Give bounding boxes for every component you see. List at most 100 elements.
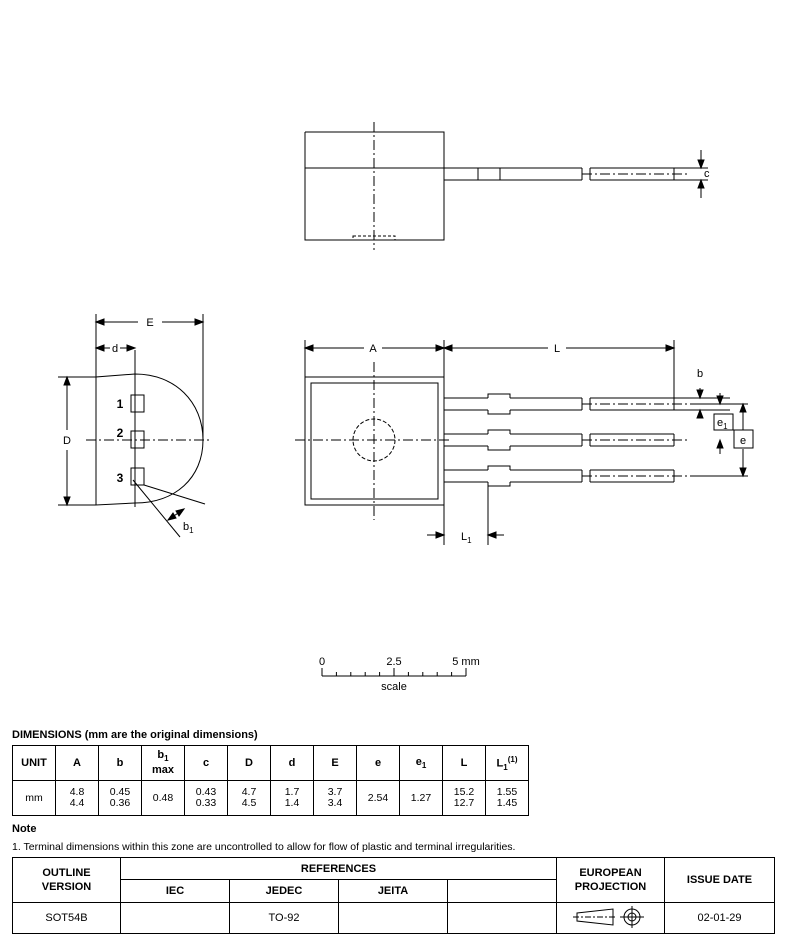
dim-label-b1: b1 <box>183 521 194 535</box>
dimensions-title: DIMENSIONS (mm are the original dimensio… <box>12 729 258 741</box>
top-view <box>304 122 708 250</box>
header-L1-main: L <box>496 757 504 770</box>
jedec-value: TO-92 <box>229 902 339 934</box>
header-L1-note: (1) <box>507 754 518 764</box>
scale-tick-0: 0 <box>319 656 325 668</box>
dim-label-e1-main: e <box>717 417 723 429</box>
projection-line2: PROJECTION <box>574 881 647 893</box>
iec-value <box>120 902 230 934</box>
value-A-min: 4.4 <box>69 797 85 809</box>
value-D-max: 4.7 <box>241 786 257 798</box>
dim-label-d: d <box>112 343 118 355</box>
value-L-max: 15.2 <box>453 786 475 798</box>
header-b1-sub: 1 <box>164 754 169 764</box>
package-outline-drawing: c E d D A L b e1 e b1 L1 1 2 3 0 2.5 5 m… <box>58 122 754 693</box>
jeita-value <box>338 902 448 934</box>
dim-label-L1-main: L <box>461 531 467 543</box>
dim-label-b1-main: b <box>183 521 189 533</box>
outline-line2: VERSION <box>41 881 92 893</box>
issue-date-value: 02-01-29 <box>664 902 775 934</box>
scale-bar <box>321 668 467 677</box>
outline-line1: OUTLINE <box>42 867 91 879</box>
pin-label-1: 1 <box>117 397 124 411</box>
value-d-max: 1.7 <box>284 786 300 798</box>
projection-symbol-cell <box>556 902 665 934</box>
value-c-max: 0.43 <box>195 786 217 798</box>
note-text: 1. Terminal dimensions within this zone … <box>12 841 516 853</box>
value-unit: mm <box>12 780 56 816</box>
dim-label-c: c <box>704 168 710 180</box>
header-e1: e1 <box>399 745 443 781</box>
front-view <box>295 340 754 545</box>
european-projection-icon <box>572 905 644 928</box>
dim-label-L1: L1 <box>461 531 472 545</box>
value-E-min: 3.4 <box>327 797 343 809</box>
value-D-min: 4.5 <box>241 797 257 809</box>
note-title: Note <box>12 823 37 835</box>
header-b: b <box>98 745 142 781</box>
dim-label-D: D <box>63 435 71 447</box>
header-b1-max: max <box>151 763 175 776</box>
pin-label-3: 3 <box>117 471 124 485</box>
references-header: REFERENCES <box>120 857 557 880</box>
iec-header: IEC <box>120 879 230 903</box>
value-d-min: 1.4 <box>284 797 300 809</box>
dim-label-b1-sub: 1 <box>189 526 194 535</box>
dim-label-A: A <box>369 343 377 355</box>
dim-label-L: L <box>554 343 560 355</box>
header-unit: UNIT <box>12 745 56 781</box>
jedec-header: JEDEC <box>229 879 339 903</box>
header-L: L <box>442 745 486 781</box>
references-table: OUTLINE VERSION REFERENCES EUROPEAN PROJEC… <box>12 857 775 934</box>
value-e1: 1.27 <box>399 780 443 816</box>
header-E: E <box>313 745 357 781</box>
outline-version-header: OUTLINE VERSION <box>12 857 121 903</box>
value-A-max: 4.8 <box>69 786 85 798</box>
header-e: e <box>356 745 400 781</box>
header-D: D <box>227 745 271 781</box>
extra-reference-value <box>447 902 557 934</box>
value-E-max: 3.7 <box>327 786 343 798</box>
dim-label-e1-sub: 1 <box>723 422 728 431</box>
jeita-header: JEITA <box>338 879 448 903</box>
header-e1-sub: 1 <box>421 761 427 771</box>
dim-label-L1-sub: 1 <box>467 536 472 545</box>
header-c: c <box>184 745 228 781</box>
header-L1: L1(1) <box>485 745 529 781</box>
header-d: d <box>270 745 314 781</box>
scale-tick-mid: 2.5 <box>386 656 401 668</box>
projection-line1: EUROPEAN <box>579 867 642 879</box>
value-b-min: 0.36 <box>109 797 131 809</box>
header-A: A <box>55 745 99 781</box>
extra-reference-header <box>447 879 557 903</box>
value-e: 2.54 <box>356 780 400 816</box>
dim-label-e: e <box>740 435 746 447</box>
value-b-max: 0.45 <box>109 786 131 798</box>
scale-tick-end: 5 mm <box>452 656 480 668</box>
header-b1-main: b <box>157 749 165 762</box>
value-L-min: 12.7 <box>453 797 475 809</box>
header-e1-main: e <box>415 755 422 768</box>
value-L1-max: 1.55 <box>496 786 518 798</box>
header-L1-sub: 1 <box>503 762 508 772</box>
dim-label-e1: e1 <box>717 417 728 431</box>
value-c-min: 0.33 <box>195 797 217 809</box>
dim-label-b: b <box>697 368 703 380</box>
value-b1: 0.48 <box>141 780 185 816</box>
value-L1-min: 1.45 <box>496 797 518 809</box>
dim-label-E: E <box>146 317 153 329</box>
references-value-row: SOT54B TO-92 02-01-29 <box>12 902 775 934</box>
scale-caption: scale <box>381 681 407 693</box>
